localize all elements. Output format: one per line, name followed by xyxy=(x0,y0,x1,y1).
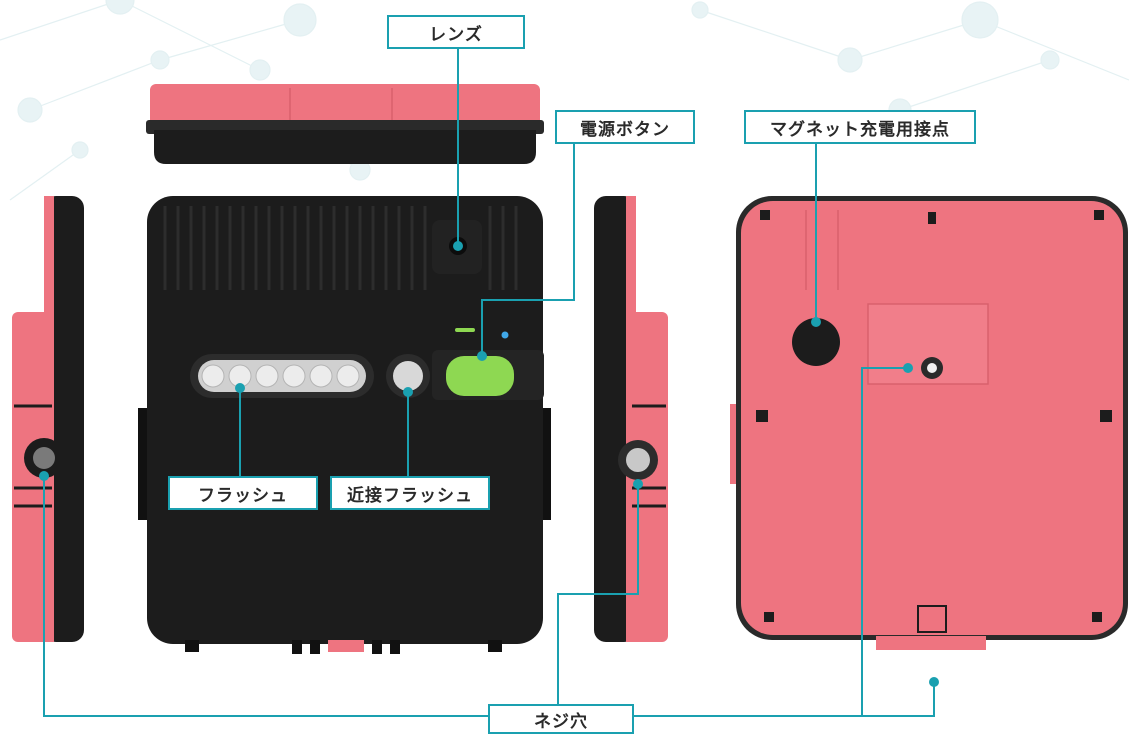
background-network-pattern xyxy=(0,0,1129,201)
proximity-flash-label: 近接フラッシュ xyxy=(330,476,490,510)
magnet-contact-label: マグネット充電用接点 xyxy=(744,110,976,144)
device-top-view xyxy=(146,84,544,164)
device-front-view xyxy=(138,196,551,654)
device-right-side-view xyxy=(594,196,668,642)
power-button-label: 電源ボタン xyxy=(555,110,695,144)
device-back-view xyxy=(730,196,1128,687)
device-left-side-view xyxy=(12,196,84,642)
flash-label: フラッシュ xyxy=(168,476,318,510)
lens-label: レンズ xyxy=(387,15,525,49)
callout-lines xyxy=(43,46,935,717)
screw-hole-label: ネジ穴 xyxy=(488,704,634,734)
